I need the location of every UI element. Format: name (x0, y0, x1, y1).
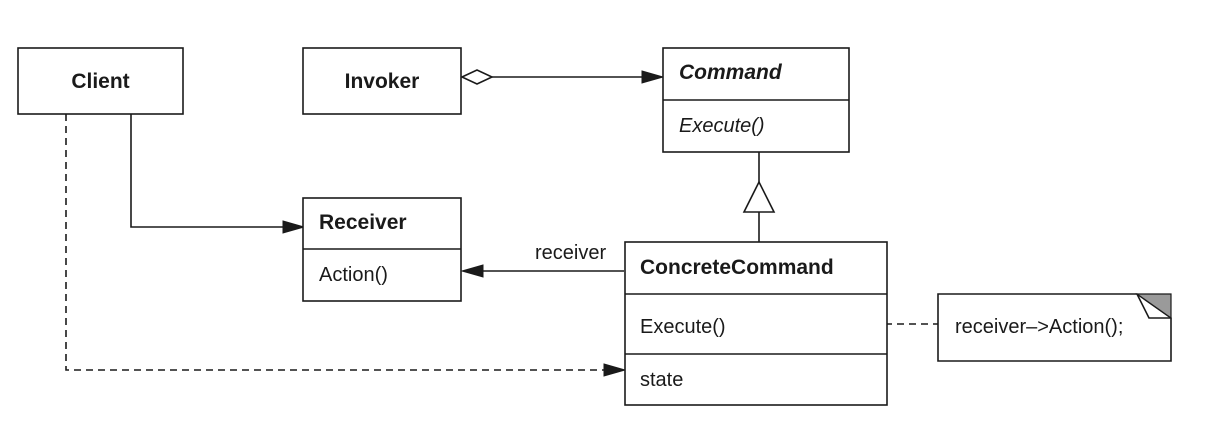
command-operation-execute: Execute() (679, 115, 765, 137)
concretecommand-operation-execute: Execute() (640, 316, 726, 338)
class-client[interactable]: Client (17, 47, 184, 115)
command-class-name: Command (679, 61, 783, 84)
client-class-name: Client (71, 70, 129, 93)
receiver-role-label: receiver (535, 242, 606, 264)
receiver-arrowhead (460, 264, 484, 278)
aggregation-arrowhead (641, 70, 665, 84)
concretecommand-attribute-state: state (640, 369, 683, 391)
dependency-arrowhead (603, 363, 627, 377)
concretecommand-receiver-association: receiver (460, 242, 624, 278)
invoker-class-name: Invoker (345, 70, 420, 93)
client-receiver-arrowhead (282, 220, 306, 234)
client-receiver-association (130, 114, 306, 234)
generalization-triangle (742, 180, 776, 213)
note-receiver-action[interactable]: receiver–>Action(); (937, 293, 1172, 362)
class-concretecommand[interactable]: ConcreteCommand Execute() state (624, 241, 888, 406)
note-text: receiver–>Action(); (955, 316, 1123, 338)
class-command[interactable]: Command Execute() (662, 47, 850, 153)
client-concretecommand-dependency (65, 114, 627, 377)
concretecommand-command-generalization (742, 152, 776, 242)
concretecommand-class-name: ConcreteCommand (640, 256, 834, 279)
receiver-class-name: Receiver (319, 211, 407, 234)
note-folded-corner (1135, 293, 1172, 320)
class-receiver[interactable]: Receiver Action() (302, 197, 462, 302)
class-invoker[interactable]: Invoker (302, 47, 462, 115)
receiver-operation-action: Action() (319, 264, 388, 286)
invoker-command-aggregation (460, 69, 665, 85)
aggregation-diamond (460, 69, 494, 85)
